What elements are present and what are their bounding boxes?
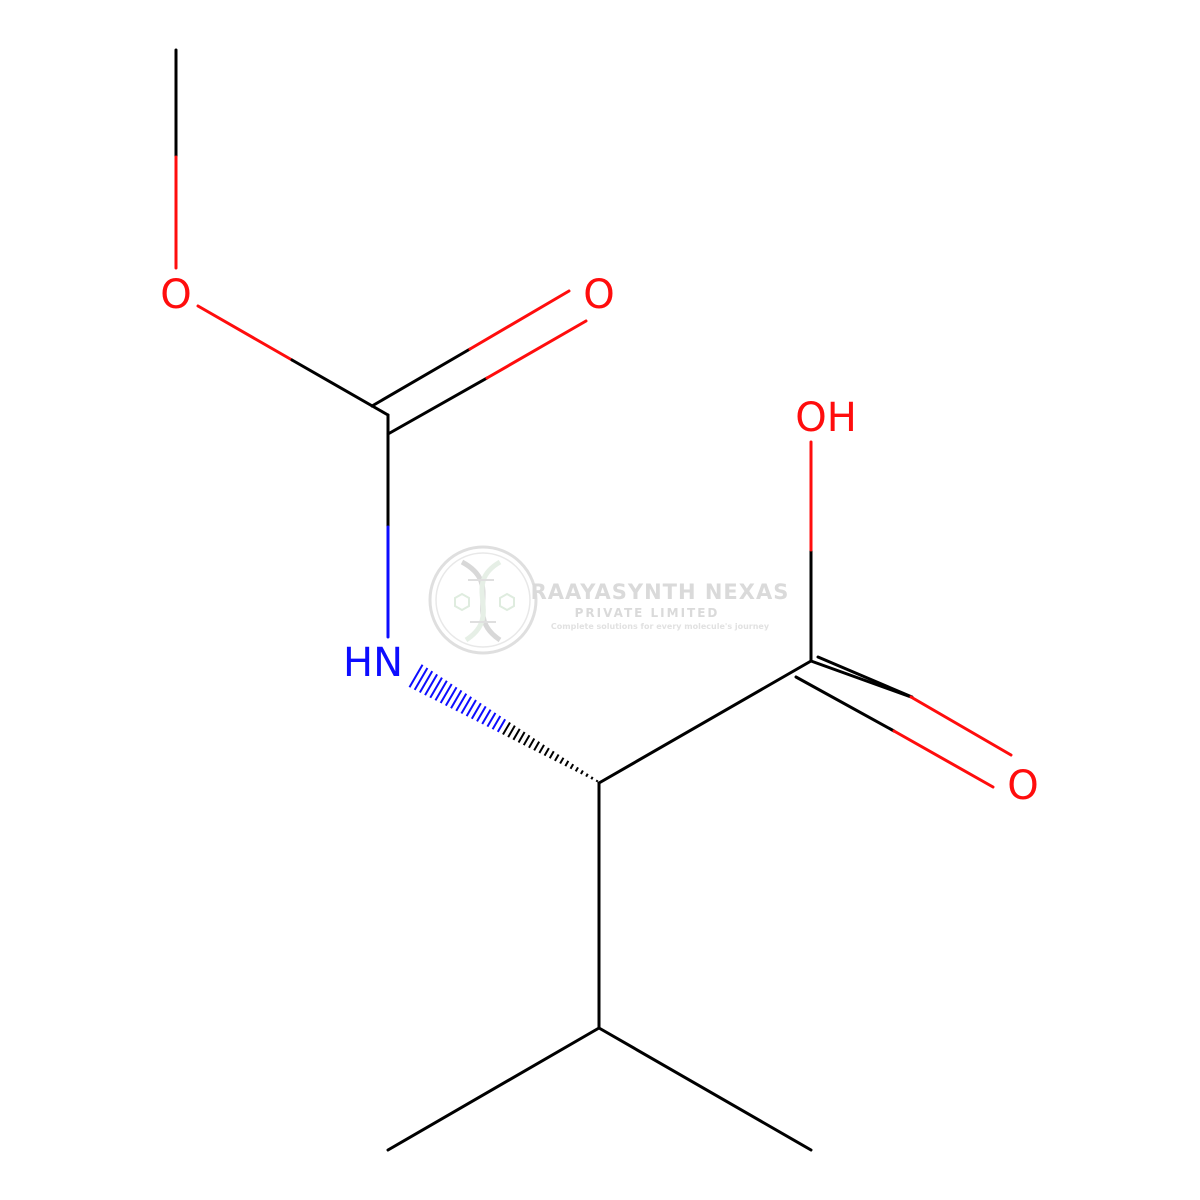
hash-line (496, 718, 507, 733)
hash-line (548, 750, 555, 759)
watermark-subtitle: PRIVATE LIMITED (575, 606, 720, 620)
hash-line (491, 715, 502, 730)
hash-line (502, 721, 511, 736)
hash-line (595, 779, 599, 783)
hash-line (450, 689, 463, 709)
bond-ch-methyl-left (386, 1026, 601, 1152)
atom-nh: HN (343, 640, 403, 686)
hash-line (517, 731, 526, 743)
stereo-hashed-wedge-bond (408, 664, 599, 783)
bonds (174, 48, 1013, 1152)
atom-o-methoxy: O (160, 272, 191, 318)
atom-o-carbamate-carbonyl: O (583, 272, 614, 318)
bond-carbamate-c-o-1 (370, 347, 472, 408)
hash-line (564, 760, 570, 767)
hash-line (424, 673, 438, 696)
hash-line (408, 664, 424, 688)
hash-line (559, 757, 565, 764)
hash-line (429, 677, 443, 699)
hash-line (439, 683, 453, 704)
bond-acid-c-o-1-black (816, 655, 914, 699)
bond-carbamate-c-o-2 (386, 376, 489, 436)
watermark: RAAYASYNTH NEXAS PRIVATE LIMITED Complet… (428, 545, 790, 655)
hash-line (580, 770, 584, 775)
hash-line (528, 737, 536, 749)
hash-line (413, 667, 429, 691)
hash-line (569, 763, 575, 770)
bond-carbamate-c-o-2-red (485, 319, 588, 380)
company-logo (428, 545, 538, 655)
bond-carbamate-c-o-1-red (468, 289, 571, 351)
hash-line (512, 728, 521, 741)
atom-o-acid-carbonyl: O (1007, 763, 1038, 809)
hash-line (476, 705, 487, 722)
hash-line (543, 747, 550, 757)
atom-labels: O O OH O HN (160, 272, 1038, 809)
hash-line (460, 696, 472, 715)
hash-line (533, 741, 541, 751)
hash-line (419, 670, 434, 694)
bond-ch-methyl-right (597, 1026, 813, 1152)
hash-line (486, 712, 497, 728)
watermark-company: RAAYASYNTH NEXAS (531, 580, 790, 604)
atom-oh-acid: OH (795, 395, 857, 441)
hash-line (444, 686, 458, 707)
hash-line (434, 680, 448, 701)
hash-line (585, 773, 589, 778)
bond-acid-c-o-2-red (892, 729, 995, 789)
hash-line (574, 766, 579, 772)
bond-alpha-acid (597, 659, 813, 785)
hash-line (455, 693, 468, 712)
bond-o-carbamate (196, 304, 294, 362)
hash-line (590, 776, 594, 780)
bond-acid-c-o-2 (794, 675, 896, 733)
hash-line (470, 702, 482, 720)
hash-line (507, 725, 516, 738)
hash-line (538, 744, 545, 754)
hash-line (522, 734, 531, 746)
bond-acid-c-o-1-red (909, 695, 1013, 757)
watermark-tagline: Complete solutions for every molecule's … (551, 622, 770, 631)
hash-line (554, 753, 560, 762)
hash-line (465, 699, 477, 717)
hash-line (481, 709, 492, 725)
